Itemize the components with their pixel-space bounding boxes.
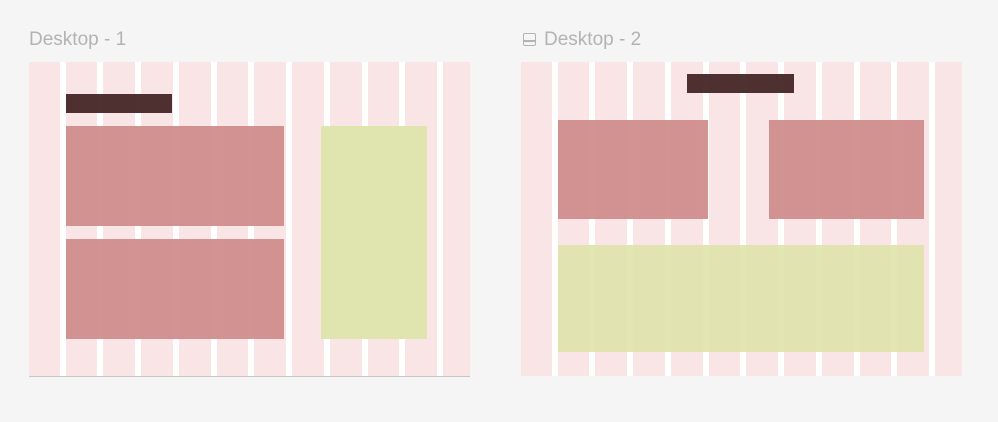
heading-block[interactable]: [66, 94, 172, 113]
frame-desktop-1[interactable]: [29, 62, 470, 376]
grid-gutter: [854, 62, 860, 376]
content-block-2[interactable]: [66, 239, 284, 339]
feature-block[interactable]: [558, 245, 924, 352]
frame-title: Desktop - 2: [544, 29, 642, 50]
frame-title: Desktop - 1: [29, 29, 127, 50]
grid-gutter: [929, 62, 935, 376]
frame-label-desktop-2[interactable]: Desktop - 2: [523, 29, 641, 51]
grid-gutter: [437, 62, 443, 376]
grid-gutter: [552, 62, 558, 376]
content-block-1[interactable]: [558, 120, 708, 219]
grid-gutter: [703, 62, 709, 376]
heading-block[interactable]: [687, 74, 794, 93]
frame-icon: [523, 33, 536, 46]
grid-gutter: [665, 62, 671, 376]
sidebar-block[interactable]: [321, 126, 427, 339]
grid-gutter: [816, 62, 822, 376]
grid-gutter: [778, 62, 784, 376]
grid-gutter: [627, 62, 633, 376]
grid-gutter: [740, 62, 746, 376]
frame-label-desktop-1[interactable]: Desktop - 1: [29, 29, 126, 51]
grid-gutter: [286, 62, 292, 376]
grid-gutter: [589, 62, 595, 376]
content-block-2[interactable]: [769, 120, 924, 219]
content-block-1[interactable]: [66, 126, 284, 226]
grid-gutter: [891, 62, 897, 376]
grid-gutter: [60, 62, 66, 376]
frame-desktop-2[interactable]: [521, 62, 962, 376]
